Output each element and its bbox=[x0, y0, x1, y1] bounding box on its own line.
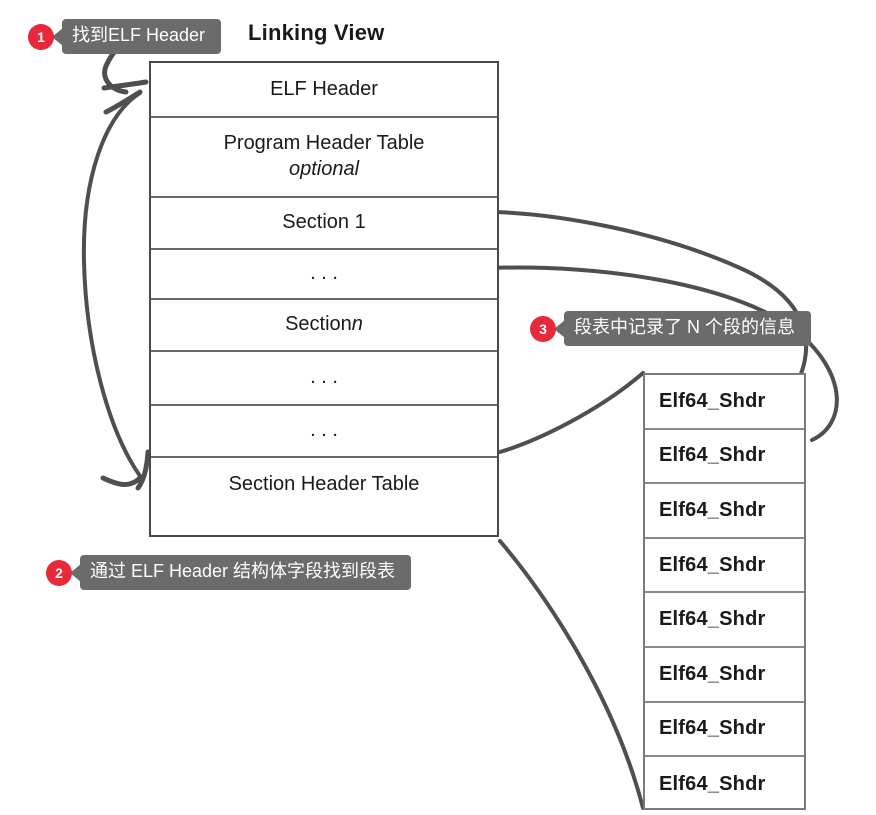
section-header-entry-table: Elf64_Shdr Elf64_Shdr Elf64_Shdr Elf64_S… bbox=[643, 373, 806, 810]
callout-notch-icon bbox=[52, 27, 63, 46]
callout-notch-icon bbox=[70, 563, 81, 582]
shdr-label: Elf64_Shdr bbox=[659, 772, 766, 795]
row-label: . . . bbox=[310, 262, 338, 285]
callout-2: 2 通过 ELF Header 结构体字段找到段表 bbox=[46, 555, 412, 590]
row-label: . . . bbox=[310, 366, 338, 389]
row-label: Section Header Table bbox=[228, 473, 420, 495]
table-row-section-n: Section n bbox=[151, 300, 497, 352]
callout-1: 1 找到ELF Header bbox=[28, 19, 222, 54]
callout-badge-number: 3 bbox=[530, 315, 556, 342]
row-sublabel: optional bbox=[288, 158, 360, 180]
row-label-italic: n bbox=[351, 313, 363, 336]
shdr-row: Elf64_Shdr bbox=[645, 648, 804, 703]
shdr-label: Elf64_Shdr bbox=[659, 498, 766, 521]
table-row-program-header-table: Program Header Table optional bbox=[151, 118, 497, 198]
table-row-ellipsis-3: . . . bbox=[151, 406, 497, 458]
callout-text: 通过 ELF Header 结构体字段找到段表 bbox=[80, 555, 412, 590]
callout-3: 3 段表中记录了 N 个段的信息 bbox=[530, 311, 811, 346]
table-row-section-header-table: Section Header Table bbox=[151, 458, 497, 535]
shdr-row: Elf64_Shdr bbox=[645, 757, 804, 812]
callout-badge-number: 2 bbox=[46, 559, 72, 586]
table-row-elf-header: ELF Header bbox=[151, 63, 497, 118]
shdr-label: Elf64_Shdr bbox=[659, 389, 766, 412]
shdr-row: Elf64_Shdr bbox=[645, 484, 804, 539]
connector-callout1-stroke-b bbox=[103, 89, 143, 115]
shdr-label: Elf64_Shdr bbox=[659, 662, 766, 685]
connector-callout1-arrowhead bbox=[101, 79, 149, 91]
connector-shdr1-to-section1 bbox=[493, 210, 809, 399]
table-row-ellipsis-1: . . . bbox=[151, 250, 497, 300]
shdr-label: Elf64_Shdr bbox=[659, 553, 766, 576]
shdr-label: Elf64_Shdr bbox=[659, 717, 766, 740]
shdr-label: Elf64_Shdr bbox=[659, 444, 766, 467]
connector-callout2-curve bbox=[81, 91, 142, 478]
callout-text: 段表中记录了 N 个段的信息 bbox=[564, 311, 811, 346]
row-label: Section 1 bbox=[282, 211, 366, 234]
shdr-row: Elf64_Shdr bbox=[645, 430, 804, 485]
shdr-row: Elf64_Shdr bbox=[645, 703, 804, 758]
row-label: Section bbox=[285, 313, 352, 336]
callout-text: 找到ELF Header bbox=[62, 19, 222, 54]
connector-sht-to-shdr-bottom bbox=[498, 539, 645, 810]
shdr-row: Elf64_Shdr bbox=[645, 375, 804, 430]
shdr-row: Elf64_Shdr bbox=[645, 539, 804, 594]
connector-callout2-arrowhead bbox=[100, 475, 143, 487]
page-title: Linking View bbox=[248, 20, 385, 45]
row-label: ELF Header bbox=[270, 77, 378, 100]
callout-badge-number: 1 bbox=[28, 23, 54, 50]
elf-linking-view-table: ELF Header Program Header Table optional… bbox=[149, 61, 499, 537]
connector-sht-to-shdr-top bbox=[498, 371, 645, 454]
connector-callout2-hook bbox=[135, 449, 151, 491]
shdr-row: Elf64_Shdr bbox=[645, 593, 804, 648]
shdr-label: Elf64_Shdr bbox=[659, 608, 766, 631]
table-row-section-1: Section 1 bbox=[151, 198, 497, 250]
row-label: . . . bbox=[310, 419, 338, 442]
table-row-ellipsis-2: . . . bbox=[151, 352, 497, 406]
row-label: Program Header Table bbox=[223, 132, 425, 155]
